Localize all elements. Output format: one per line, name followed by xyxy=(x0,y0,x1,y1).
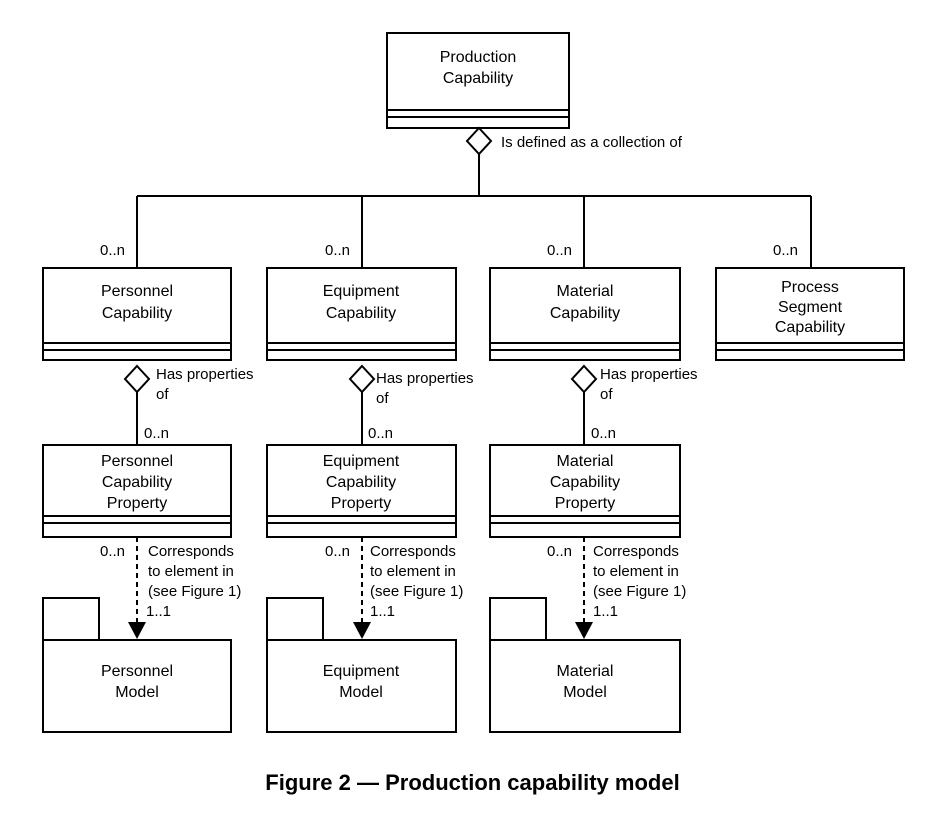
model-title-line: Personnel xyxy=(101,663,173,680)
arrowhead-icon xyxy=(575,622,593,639)
equipment-model-box xyxy=(266,639,457,733)
corresponds-label: Corresponds xyxy=(148,543,234,560)
corresponds-label: Corresponds xyxy=(593,543,679,560)
corresponds-label: (see Figure 1) xyxy=(370,583,463,600)
model-title-line: Model xyxy=(115,684,159,701)
capability-title-line: Capability xyxy=(775,319,845,336)
multiplicity-label: 0..n xyxy=(100,242,125,259)
capability-title-line: Capability xyxy=(102,305,172,322)
corresponds-label: Corresponds xyxy=(370,543,456,560)
root-title-line: Capability xyxy=(443,70,513,87)
property-title-line: Material xyxy=(557,453,614,470)
multiplicity-label: 1..1 xyxy=(593,603,618,620)
material-capability-property-box xyxy=(489,444,681,538)
model-title-line: Model xyxy=(339,684,383,701)
collection-relation-label: Is defined as a collection of xyxy=(501,134,683,151)
corresponds-label: (see Figure 1) xyxy=(148,583,241,600)
corresponds-label: (see Figure 1) xyxy=(593,583,686,600)
has-properties-diamond xyxy=(570,364,598,394)
capability-title-line: Segment xyxy=(778,299,843,316)
has-properties-label: Has properties xyxy=(600,366,698,383)
aggregation-diamond xyxy=(465,126,493,156)
material-capability-box xyxy=(489,267,681,361)
capability-title-line: Personnel xyxy=(101,283,173,300)
capability-title-line: Capability xyxy=(550,305,620,322)
equipment-capability-box xyxy=(266,267,457,361)
multiplicity-label: 1..1 xyxy=(370,603,395,620)
property-title-line: Equipment xyxy=(323,453,400,470)
corresponds-label: to element in xyxy=(593,563,679,580)
personnel-capability-box xyxy=(42,267,232,361)
multiplicity-label: 0..n xyxy=(547,543,572,560)
multiplicity-label: 0..n xyxy=(591,425,616,442)
property-title-line: Capability xyxy=(102,474,172,491)
has-properties-label: of xyxy=(156,386,169,403)
personnel-model-box xyxy=(42,639,232,733)
figure-caption: Figure 2 — Production capability model xyxy=(265,770,680,795)
multiplicity-label: 0..n xyxy=(100,543,125,560)
personnel-model-tab xyxy=(42,597,100,641)
property-title-line: Capability xyxy=(550,474,620,491)
model-title-line: Equipment xyxy=(323,663,400,680)
capability-title-line: Process xyxy=(781,279,839,296)
property-title-line: Capability xyxy=(326,474,396,491)
capability-title-line: Material xyxy=(557,283,614,300)
property-title-line: Property xyxy=(107,495,167,512)
has-properties-label: of xyxy=(376,390,389,407)
property-title-line: Property xyxy=(331,495,391,512)
equipment-capability-property-box xyxy=(266,444,457,538)
material-model-tab xyxy=(489,597,547,641)
has-properties-label: of xyxy=(600,386,613,403)
multiplicity-label: 0..n xyxy=(325,543,350,560)
capability-title-line: Capability xyxy=(326,305,396,322)
model-title-line: Model xyxy=(563,684,607,701)
corresponds-label: to element in xyxy=(148,563,234,580)
property-title-line: Property xyxy=(555,495,615,512)
model-title-line: Material xyxy=(557,663,614,680)
capability-title-line: Equipment xyxy=(323,283,400,300)
root-title-line: Production xyxy=(440,49,517,66)
equipment-model-tab xyxy=(266,597,324,641)
multiplicity-label: 0..n xyxy=(547,242,572,259)
has-properties-label: Has properties xyxy=(156,366,254,383)
arrowhead-icon xyxy=(128,622,146,639)
production-capability-box xyxy=(386,32,570,129)
multiplicity-label: 0..n xyxy=(368,425,393,442)
multiplicity-label: 0..n xyxy=(325,242,350,259)
arrowhead-icon xyxy=(353,622,371,639)
process-segment-capability-box xyxy=(715,267,905,361)
material-model-box xyxy=(489,639,681,733)
corresponds-label: to element in xyxy=(370,563,456,580)
multiplicity-label: 1..1 xyxy=(146,603,171,620)
has-properties-label: Has properties xyxy=(376,370,474,387)
has-properties-diamond xyxy=(348,364,376,394)
property-title-line: Personnel xyxy=(101,453,173,470)
multiplicity-label: 0..n xyxy=(773,242,798,259)
has-properties-diamond xyxy=(123,364,151,394)
multiplicity-label: 0..n xyxy=(144,425,169,442)
